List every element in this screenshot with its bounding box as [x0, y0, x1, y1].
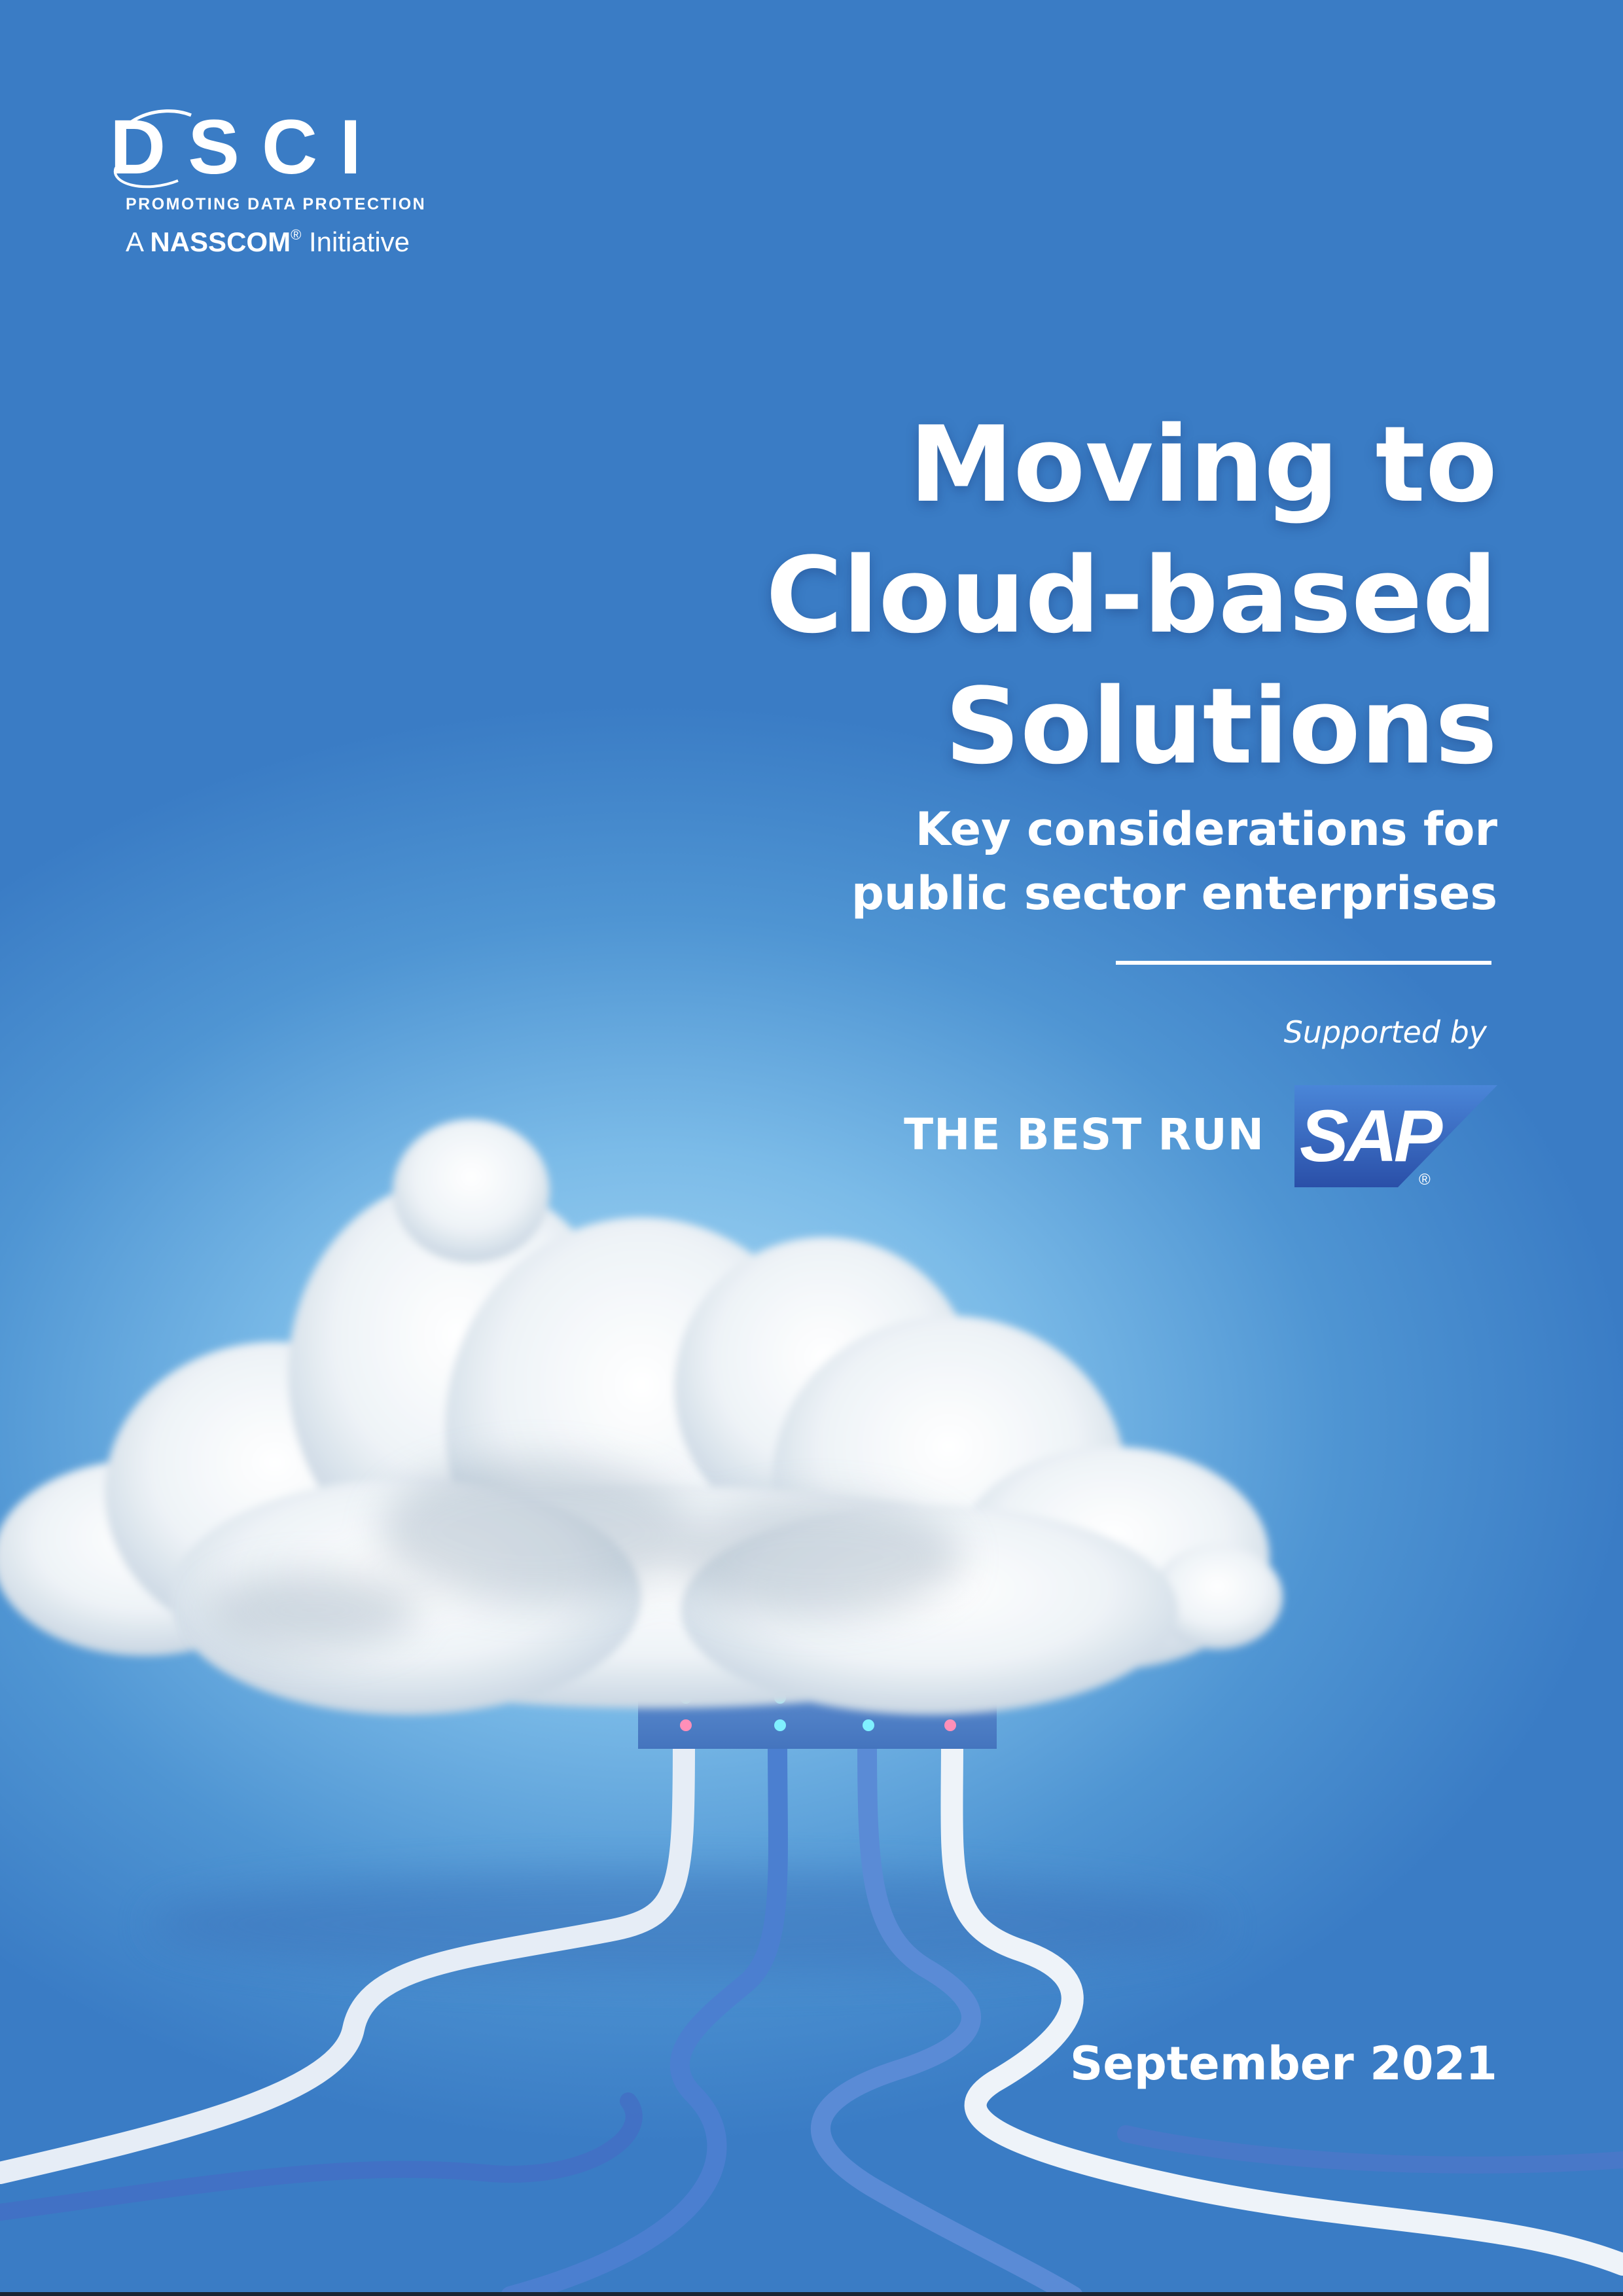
dsci-logo: DSCI PROMOTING DATA PROTECTION A NASSCOM… — [110, 105, 437, 275]
divider — [1116, 961, 1491, 965]
nasscom-name: NASSCOM — [150, 226, 291, 257]
report-title: Moving to Cloud-based Solutions — [581, 399, 1497, 792]
title-line: Cloud-based — [766, 534, 1497, 656]
dsci-wordmark: DSCI — [110, 104, 383, 190]
sap-wordmark: SAP — [1300, 1095, 1443, 1177]
sap-registered-mark: ® — [1419, 1171, 1431, 1187]
title-line: Moving to — [909, 403, 1497, 526]
initiative-prefix: A — [126, 226, 143, 257]
registered-mark: ® — [291, 226, 302, 243]
sap-logo: SAP ® — [1294, 1085, 1497, 1187]
page-bottom-edge — [0, 2292, 1623, 2296]
report-subtitle: Key considerations for public sector ent… — [581, 797, 1497, 925]
subtitle-line: public sector enterprises — [851, 867, 1497, 920]
sap-tagline: THE BEST RUN — [904, 1109, 1264, 1160]
dsci-swoosh-icon — [113, 109, 192, 188]
nasscom-initiative: A NASSCOM® Initiative — [126, 226, 410, 258]
supported-by-label: Supported by — [1283, 1014, 1487, 1050]
publication-date: September 2021 — [1069, 2037, 1497, 2090]
initiative-word: Initiative — [308, 226, 410, 257]
subtitle-line: Key considerations for — [915, 802, 1497, 856]
title-line: Solutions — [944, 665, 1497, 787]
cloud-illustration — [0, 1119, 1623, 2296]
dsci-tagline: PROMOTING DATA PROTECTION — [126, 195, 427, 213]
